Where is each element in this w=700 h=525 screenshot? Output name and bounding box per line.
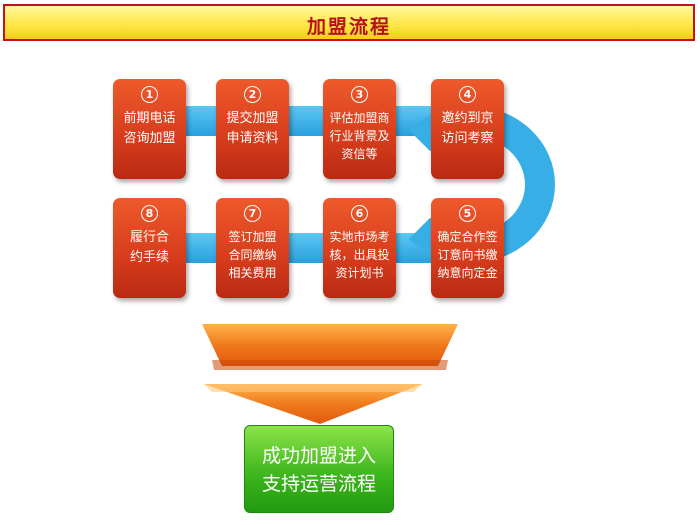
step-6-box: 6 实地市场考 核，出具投 资计划书 [323, 198, 396, 298]
step-6-text: 实地市场考 核，出具投 资计划书 [329, 230, 390, 280]
page-header: 加盟流程 [3, 4, 695, 41]
step-7-text: 签订加盟 合同缴纳 相关费用 [228, 230, 277, 280]
final-result-box: 成功加盟进入 支持运营流程 [244, 425, 394, 513]
step-4-text: 邀约到京 访问考察 [441, 111, 494, 146]
down-arrow-icon [202, 324, 458, 424]
step-8-box: 8 履行合 约手续 [113, 198, 186, 298]
step-3-number: 3 [351, 86, 368, 103]
step-3-box: 3 评估加盟商 行业背景及 资信等 [323, 79, 396, 179]
step-2-number: 2 [244, 86, 261, 103]
step-3-text: 评估加盟商 行业背景及 资信等 [329, 111, 390, 161]
step-4-box: 4 邀约到京 访问考察 [431, 79, 504, 179]
step-8-text: 履行合 约手续 [129, 230, 169, 265]
step-4-number: 4 [459, 86, 476, 103]
step-5-number: 5 [459, 205, 476, 222]
step-6-number: 6 [351, 205, 368, 222]
step-1-box: 1 前期电话 咨询加盟 [113, 79, 186, 179]
step-5-box: 5 确定合作签 订意向书缴 纳意向定金 [431, 198, 504, 298]
step-8-number: 8 [141, 205, 158, 222]
step-2-box: 2 提交加盟 申请资料 [216, 79, 289, 179]
step-7-box: 7 签订加盟 合同缴纳 相关费用 [216, 198, 289, 298]
page-title: 加盟流程 [306, 16, 391, 38]
step-1-number: 1 [141, 86, 158, 103]
step-2-text: 提交加盟 申请资料 [226, 111, 279, 146]
step-1-text: 前期电话 咨询加盟 [123, 111, 176, 146]
final-result-text: 成功加盟进入 支持运营流程 [261, 445, 376, 495]
step-5-text: 确定合作签 订意向书缴 纳意向定金 [437, 230, 498, 280]
step-7-number: 7 [244, 205, 261, 222]
